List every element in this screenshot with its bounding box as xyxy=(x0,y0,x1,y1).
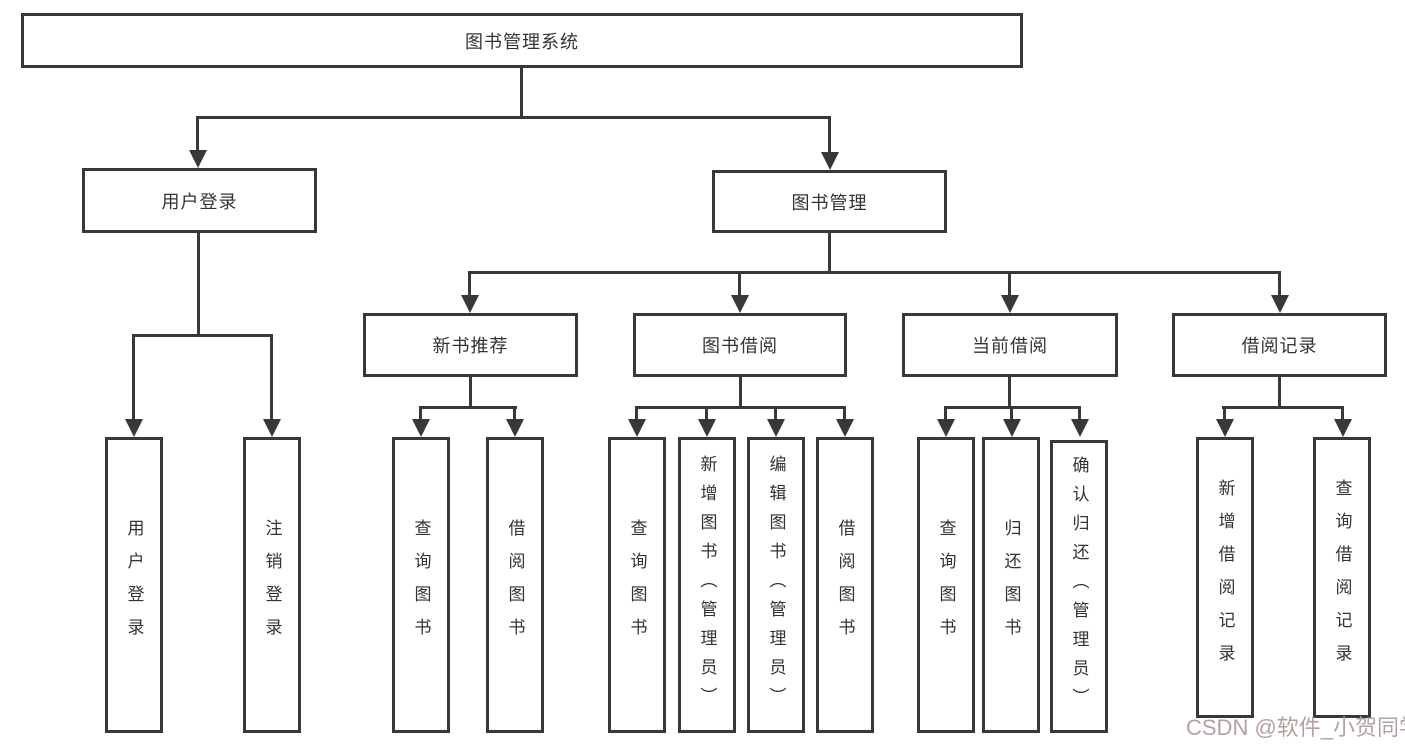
node-root-label: 图书管理系统 xyxy=(465,31,579,52)
leaf-borrow-add-admin: 新增图书（管理员） xyxy=(678,437,736,733)
arrow-borrow-leaf-4 xyxy=(835,406,854,437)
arrow-current-leaf-1 xyxy=(936,406,955,437)
connector-book-management-stem xyxy=(828,233,831,274)
leaf-new-book-query: 查询图书 xyxy=(392,437,450,733)
arrow-to-borrow xyxy=(730,271,749,313)
arrow-borrow-leaf-3 xyxy=(766,406,785,437)
node-book-management-label: 图书管理 xyxy=(791,192,868,213)
connector-borrow-stem xyxy=(739,377,742,409)
leaf-new-book-query-label: 查询图书 xyxy=(411,519,431,651)
node-new-book-label: 新书推荐 xyxy=(432,336,509,356)
connector-book-management-branch xyxy=(468,271,1281,274)
connector-new-book-stem xyxy=(469,377,472,409)
arrow-current-leaf-3 xyxy=(1070,406,1089,437)
node-current-borrow-label: 当前借阅 xyxy=(972,336,1048,356)
csdn-watermark: CSDN @软件_小贺同学 xyxy=(1186,715,1405,740)
leaf-borrow-query: 查询图书 xyxy=(608,437,666,733)
arrow-to-new-book xyxy=(460,271,479,313)
connector-root-branch xyxy=(197,116,831,119)
leaf-user-login-label: 用户登录 xyxy=(124,519,144,651)
node-book-management: 图书管理 xyxy=(712,170,947,233)
leaf-current-confirm-admin-label: 确认归还（管理员） xyxy=(1069,456,1089,717)
leaf-borrow-edit-admin: 编辑图书（管理员） xyxy=(747,437,805,733)
connector-user-login-branch xyxy=(132,334,273,337)
leaf-records-query-label: 查询借阅记录 xyxy=(1332,478,1352,677)
leaf-current-query: 查询图书 xyxy=(917,437,975,733)
node-user-login: 用户登录 xyxy=(82,168,317,233)
leaf-new-book-borrow-label: 借阅图书 xyxy=(505,519,525,651)
node-book-borrow-label: 图书借阅 xyxy=(702,336,778,356)
arrow-new-book-leaf-2 xyxy=(505,406,524,437)
node-new-book-recommend: 新书推荐 xyxy=(363,313,578,377)
arrow-new-book-leaf-1 xyxy=(411,406,430,437)
arrow-to-logout-leaf xyxy=(262,334,281,437)
connector-records-branch xyxy=(1222,406,1344,409)
node-borrow-records-label: 借阅记录 xyxy=(1241,336,1318,356)
connector-new-book-branch xyxy=(419,406,517,409)
node-user-login-label: 用户登录 xyxy=(161,191,238,212)
arrow-to-current xyxy=(1000,271,1019,313)
leaf-borrow-borrow: 借阅图书 xyxy=(816,437,874,733)
leaf-records-query: 查询借阅记录 xyxy=(1313,437,1371,718)
node-book-borrow: 图书借阅 xyxy=(633,313,847,377)
connector-current-stem xyxy=(1008,377,1011,409)
leaf-borrow-borrow-label: 借阅图书 xyxy=(835,519,855,651)
node-root-library-system: 图书管理系统 xyxy=(21,13,1023,68)
arrow-current-leaf-2 xyxy=(1002,406,1021,437)
leaf-logout: 注销登录 xyxy=(243,437,301,733)
leaf-borrow-edit-admin-label: 编辑图书（管理员） xyxy=(766,454,786,716)
arrow-records-leaf-2 xyxy=(1333,406,1352,437)
leaf-records-add-label: 新增借阅记录 xyxy=(1215,478,1235,677)
arrow-records-leaf-1 xyxy=(1215,406,1234,437)
arrow-borrow-leaf-1 xyxy=(627,406,646,437)
leaf-borrow-query-label: 查询图书 xyxy=(627,519,647,651)
arrow-to-records xyxy=(1270,271,1289,313)
connector-root-stem xyxy=(520,68,523,118)
leaf-logout-label: 注销登录 xyxy=(262,519,282,651)
connector-borrow-branch xyxy=(635,406,846,409)
node-borrow-records: 借阅记录 xyxy=(1172,313,1387,377)
leaf-borrow-add-admin-label: 新增图书（管理员） xyxy=(697,454,717,716)
leaf-new-book-borrow: 借阅图书 xyxy=(486,437,544,733)
leaf-current-confirm-admin: 确认归还（管理员） xyxy=(1050,440,1108,733)
arrow-to-book-management xyxy=(820,116,839,170)
arrow-borrow-leaf-2 xyxy=(697,406,716,437)
arrow-to-user-login-leaf xyxy=(124,334,143,437)
connector-records-stem xyxy=(1278,377,1281,409)
node-current-borrow: 当前借阅 xyxy=(902,313,1118,377)
leaf-current-return: 归还图书 xyxy=(982,437,1040,733)
leaf-current-return-label: 归还图书 xyxy=(1001,519,1021,651)
leaf-records-add: 新增借阅记录 xyxy=(1196,437,1254,718)
arrow-to-user-login xyxy=(188,116,207,168)
leaf-user-login: 用户登录 xyxy=(105,437,163,733)
connector-user-login-stem xyxy=(197,233,200,337)
leaf-current-query-label: 查询图书 xyxy=(936,519,956,651)
